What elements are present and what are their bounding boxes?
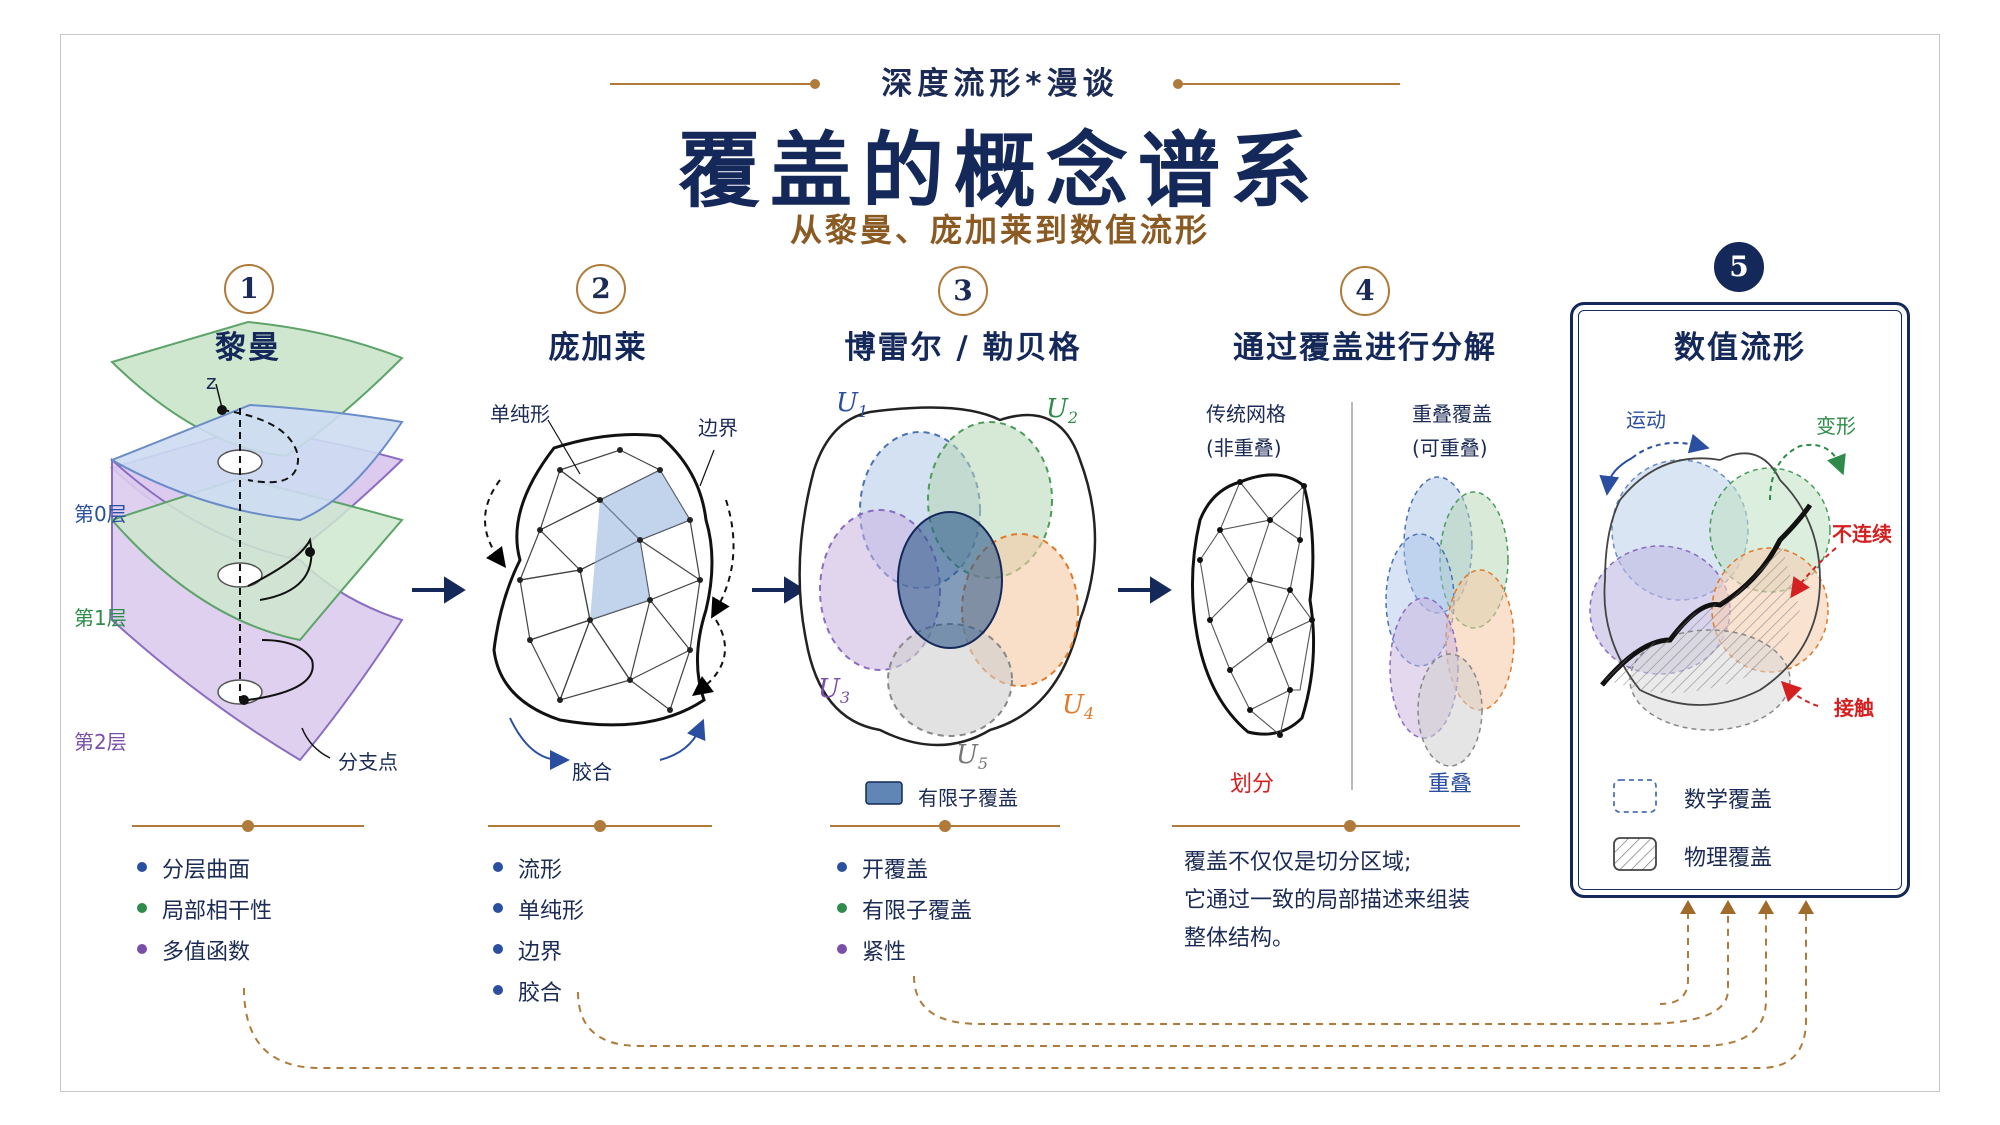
section-5-panel xyxy=(1570,302,1910,898)
traditional-mesh-title: 传统网格 xyxy=(1206,402,1286,426)
branch-point-label: 分支点 xyxy=(338,750,398,774)
section-3-bullet: 开覆盖 xyxy=(862,858,929,883)
section-2-bullet: 胶合 xyxy=(518,981,563,1006)
physical-cover-legend: 物理覆盖 xyxy=(1684,846,1773,871)
section-1-title: 黎曼 xyxy=(215,330,281,366)
section-1-bullet: 分层曲面 xyxy=(162,858,251,883)
bullet-dots xyxy=(137,862,847,995)
partition-caption: 划分 xyxy=(1230,772,1275,797)
traditional-mesh-subtitle: (非重叠) xyxy=(1206,436,1282,460)
deform-label: 变形 xyxy=(1816,414,1856,438)
overlapping-cover-title: 重叠覆盖 xyxy=(1412,402,1492,426)
decomposition-description: 覆盖不仅仅是切分区域; 它通过一致的局部描述来组装 整体结构。 xyxy=(1184,844,1470,958)
riemann-surface-illustration xyxy=(109,320,404,762)
cover-u2-label: U2 xyxy=(1046,394,1079,428)
contact-label: 接触 xyxy=(1834,696,1874,720)
section-3-number: 3 xyxy=(938,266,988,316)
section-separators xyxy=(132,820,1520,832)
header-ornament xyxy=(610,79,1400,89)
section-2-bullet: 单纯形 xyxy=(518,899,585,924)
simplex-label: 单纯形 xyxy=(490,402,550,426)
open-cover-illustration xyxy=(798,406,1097,805)
series-title: 深度流形*漫谈 xyxy=(881,66,1119,102)
layer-1-label: 第1层 xyxy=(74,606,127,630)
lineage-connectors xyxy=(243,912,1807,1069)
glue-label: 胶合 xyxy=(572,760,612,784)
section-5-title: 数值流形 xyxy=(1674,330,1806,366)
finite-subcover-legend: 有限子覆盖 xyxy=(918,786,1018,810)
section-2-title: 庞加莱 xyxy=(548,330,648,366)
section-4-title: 通过覆盖进行分解 xyxy=(1233,330,1497,366)
description-line: 整体结构。 xyxy=(1184,926,1295,951)
overlap-caption: 重叠 xyxy=(1428,772,1473,797)
section-2-bullet: 边界 xyxy=(518,940,563,965)
section-3-bullet: 紧性 xyxy=(862,940,907,965)
axis-z-label: z xyxy=(206,370,217,394)
cover-u3-label: U3 xyxy=(818,674,851,708)
main-title: 覆盖的概念谱系 xyxy=(677,123,1322,219)
section-2-bullet: 流形 xyxy=(518,858,563,883)
cover-u1-label: U1 xyxy=(836,388,869,422)
section-1-bullet: 多值函数 xyxy=(162,940,251,965)
flow-arrows xyxy=(412,576,1172,604)
section-3-bullet: 有限子覆盖 xyxy=(862,899,973,924)
cover-u4-label: U4 xyxy=(1062,690,1095,724)
section-4-number: 4 xyxy=(1340,266,1390,316)
layer-0-label: 第0层 xyxy=(74,502,127,526)
section-1-bullet: 局部相干性 xyxy=(162,899,273,924)
discontinuity-label: 不连续 xyxy=(1832,522,1892,546)
math-cover-legend: 数学覆盖 xyxy=(1684,788,1773,813)
subtitle: 从黎曼、庞加莱到数值流形 xyxy=(789,211,1210,249)
section-5-number: 5 xyxy=(1714,242,1764,292)
layer-2-label: 第2层 xyxy=(74,730,127,754)
decomposition-illustration xyxy=(1191,402,1515,790)
poincare-triangulation xyxy=(484,419,735,770)
connector-arrowheads xyxy=(1680,900,1814,914)
section-2-number: 2 xyxy=(576,264,626,314)
description-line: 覆盖不仅仅是切分区域; xyxy=(1184,850,1412,875)
boundary-label: 边界 xyxy=(698,416,738,440)
cover-u5-label: U5 xyxy=(956,740,989,774)
numerical-manifold-illustration xyxy=(1589,433,1846,871)
description-line: 它通过一致的局部描述来组装 xyxy=(1184,888,1471,913)
section-3-title: 博雷尔 / 勒贝格 xyxy=(844,330,1082,366)
motion-label: 运动 xyxy=(1626,408,1666,432)
figure-frame xyxy=(60,34,1940,1092)
section-1-number: 1 xyxy=(224,264,274,314)
overlapping-cover-subtitle: (可重叠) xyxy=(1412,436,1488,460)
